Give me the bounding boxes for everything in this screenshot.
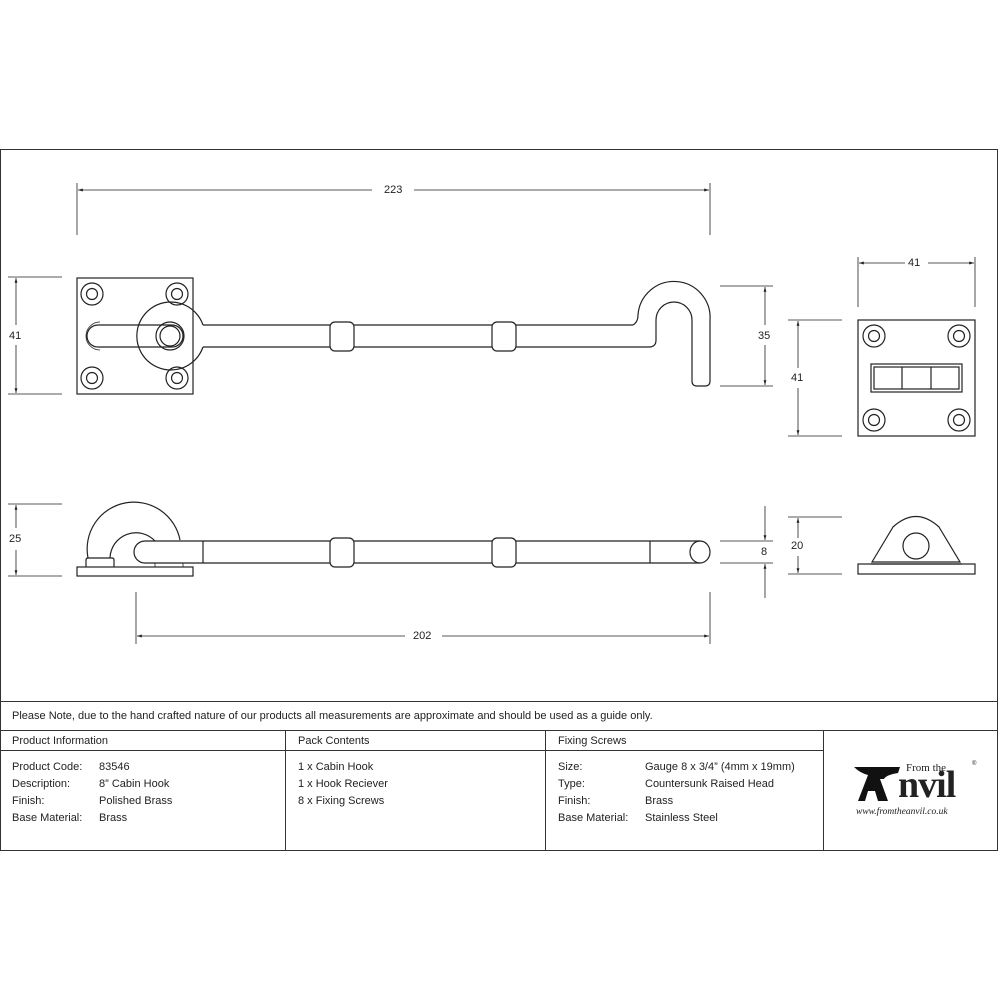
dim-plate-height: 41 [6,330,25,342]
disclaimer-note: Please Note, due to the hand crafted nat… [0,701,998,731]
brand-name: nvil [898,764,956,806]
hook-side-view [8,501,773,644]
screw-row: Size:Gauge 8 x 3/4” (4mm x 19mm) [558,761,795,773]
screw-row: Base Material:Stainless Steel [558,812,718,824]
info-row: Description:8” Cabin Hook [12,778,170,790]
dim-receiver-side-height: 20 [788,540,807,552]
dim-hook-height: 35 [755,330,774,342]
dim-bar-diameter: 8 [758,546,771,558]
dim-overall-length: 223 [381,184,406,196]
pack-item: 1 x Cabin Hook [298,761,374,773]
screw-row: Type:Countersunk Raised Head [558,778,775,790]
dim-receiver-width: 41 [905,257,924,269]
fixing-screws-panel: Fixing Screws Size:Gauge 8 x 3/4” (4mm x… [546,730,824,851]
fixing-screws-title: Fixing Screws [546,731,823,751]
product-information-title: Product Information [0,731,285,751]
logo-panel: From the nvil ® www.fromtheanvil.co.uk [824,730,998,851]
pack-contents-panel: Pack Contents 1 x Cabin Hook 1 x Hook Re… [286,730,546,851]
info-row: Finish:Polished Brass [12,795,173,807]
info-row: Product Code:83546 [12,761,130,773]
dim-bar-length: 202 [410,630,435,642]
screw-row: Finish:Brass [558,795,674,807]
pack-item: 1 x Hook Reciever [298,778,388,790]
website-url: www.fromtheanvil.co.uk [856,807,948,817]
dim-side-height: 25 [6,533,25,545]
receiver-side-view [788,515,976,575]
dim-receiver-height: 41 [788,372,807,384]
from-the-anvil-logo: From the nvil ® www.fromtheanvil.co.uk [854,761,977,817]
pack-item: 8 x Fixing Screws [298,795,385,807]
info-row: Base Material:Brass [12,812,128,824]
pack-contents-title: Pack Contents [286,731,545,751]
drawing-sheet [0,149,998,851]
receiver-top-view [788,257,976,437]
anvil-icon [854,767,900,801]
product-information-panel: Product Information Product Code:83546 D… [0,730,286,851]
hook-top-view [8,183,773,395]
